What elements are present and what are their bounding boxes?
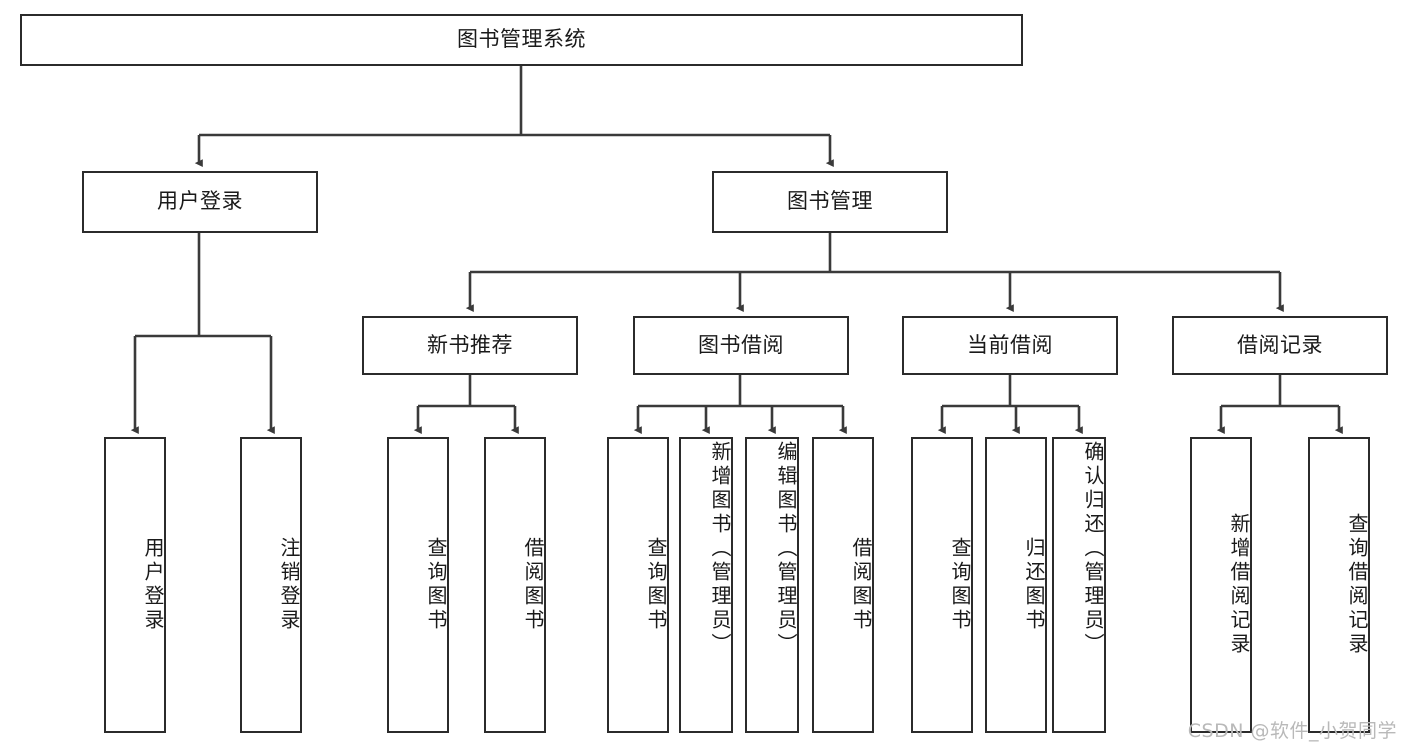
leaf-node-query-book-new-label: 查询图书 <box>424 537 448 633</box>
node-current-borrow[interactable]: 当前借阅 <box>902 316 1118 375</box>
leaf-node-query-borrow-record-label: 查询借阅记录 <box>1345 513 1369 657</box>
node-root-label: 图书管理系统 <box>457 27 586 52</box>
leaf-node-confirm-return-admin[interactable]: 确认归还（管理员） <box>1052 437 1106 733</box>
leaf-node-query-book-current[interactable]: 查询图书 <box>911 437 973 733</box>
leaf-node-query-book-current-label: 查询图书 <box>948 537 972 633</box>
leaf-node-user-login[interactable]: 用户登录 <box>104 437 166 733</box>
leaf-node-logout[interactable]: 注销登录 <box>240 437 302 733</box>
node-book-manage-label: 图书管理 <box>787 189 873 214</box>
leaf-node-query-book-new[interactable]: 查询图书 <box>387 437 449 733</box>
node-user-login[interactable]: 用户登录 <box>82 171 318 233</box>
leaf-node-user-login-label: 用户登录 <box>141 537 165 633</box>
leaf-node-add-book-admin[interactable]: 新增图书（管理员） <box>679 437 733 733</box>
leaf-node-confirm-return-admin-label: 确认归还（管理员） <box>1081 441 1105 657</box>
node-current-borrow-label: 当前借阅 <box>967 332 1053 357</box>
leaf-node-borrow-book-new-label: 借阅图书 <box>521 537 545 633</box>
leaf-node-add-borrow-record[interactable]: 新增借阅记录 <box>1190 437 1252 733</box>
leaf-node-logout-label: 注销登录 <box>277 537 301 633</box>
leaf-node-edit-book-admin[interactable]: 编辑图书（管理员） <box>745 437 799 733</box>
node-book-manage[interactable]: 图书管理 <box>712 171 948 233</box>
leaf-node-borrow-book-label: 借阅图书 <box>849 537 873 633</box>
leaf-node-query-book-borrow[interactable]: 查询图书 <box>607 437 669 733</box>
leaf-node-query-borrow-record[interactable]: 查询借阅记录 <box>1308 437 1370 733</box>
node-new-book-recommend-label: 新书推荐 <box>427 332 513 357</box>
node-user-login-label: 用户登录 <box>157 189 243 214</box>
node-book-borrow[interactable]: 图书借阅 <box>633 316 849 375</box>
leaf-node-borrow-book[interactable]: 借阅图书 <box>812 437 874 733</box>
node-new-book-recommend[interactable]: 新书推荐 <box>362 316 578 375</box>
node-root-system[interactable]: 图书管理系统 <box>20 14 1023 66</box>
node-book-borrow-label: 图书借阅 <box>698 332 784 357</box>
leaf-node-return-book[interactable]: 归还图书 <box>985 437 1047 733</box>
leaf-node-add-book-admin-label: 新增图书（管理员） <box>708 441 732 657</box>
node-borrow-record-label: 借阅记录 <box>1237 332 1323 357</box>
leaf-node-return-book-label: 归还图书 <box>1022 537 1046 633</box>
leaf-node-edit-book-admin-label: 编辑图书（管理员） <box>774 441 798 657</box>
node-borrow-record[interactable]: 借阅记录 <box>1172 316 1388 375</box>
leaf-node-borrow-book-new[interactable]: 借阅图书 <box>484 437 546 733</box>
watermark-text: CSDN @软件_小贺同学 <box>1187 720 1397 742</box>
leaf-node-query-book-borrow-label: 查询图书 <box>644 537 668 633</box>
leaf-node-add-borrow-record-label: 新增借阅记录 <box>1227 513 1251 657</box>
